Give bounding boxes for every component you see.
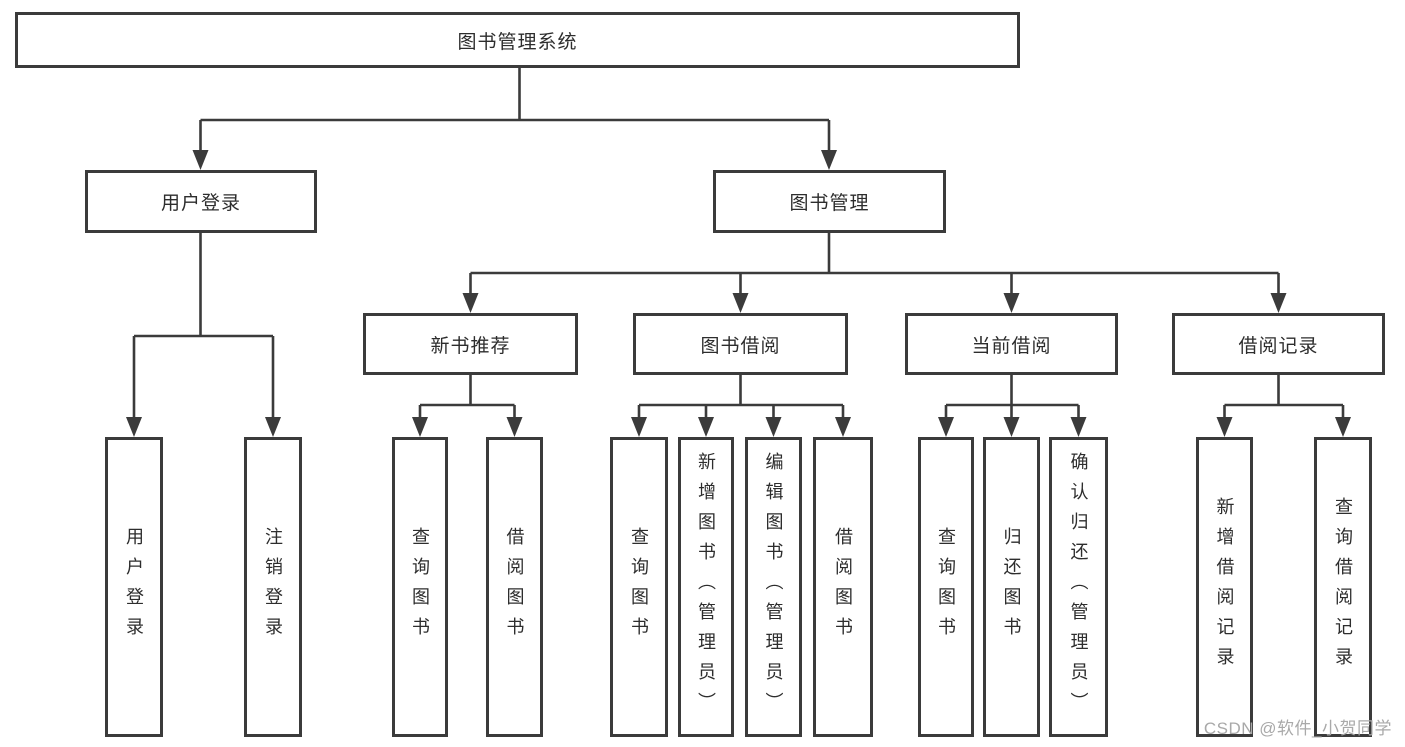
leaf-edit-books-admin: 编辑图书（管理员） (745, 437, 802, 737)
leaf-query-books-recommend-label: 查询图书 (410, 527, 430, 647)
leaf-query-books-current-label: 查询图书 (936, 527, 956, 647)
leaf-return-books-label: 归还图书 (1001, 527, 1022, 647)
leaf-user-login: 用户登录 (105, 437, 163, 737)
leaf-query-books-current: 查询图书 (918, 437, 974, 737)
leaf-query-books-recommend: 查询图书 (392, 437, 448, 737)
node-borrowing-records: 借阅记录 (1172, 313, 1385, 375)
node-book-borrowing: 图书借阅 (633, 313, 848, 375)
leaf-borrow-books-label: 借阅图书 (833, 527, 853, 647)
node-new-book-recommendation: 新书推荐 (363, 313, 578, 375)
node-current-borrowing-label: 当前借阅 (971, 335, 1052, 357)
node-root: 图书管理系统 (15, 12, 1020, 68)
leaf-logout-login-label: 注销登录 (263, 527, 283, 647)
node-user-login-label: 用户登录 (160, 193, 241, 214)
leaf-logout-login: 注销登录 (244, 437, 302, 737)
leaf-add-books-admin-label: 新增图书（管理员） (696, 452, 716, 722)
leaf-user-login-label: 用户登录 (124, 527, 144, 647)
leaf-return-books: 归还图书 (983, 437, 1040, 737)
leaf-query-books-borrow: 查询图书 (610, 437, 668, 737)
node-new-book-recommendation-label: 新书推荐 (430, 335, 511, 357)
leaf-query-borrow-record-label: 查询借阅记录 (1333, 497, 1353, 677)
leaf-confirm-return-admin: 确认归还（管理员） (1049, 437, 1108, 737)
leaf-confirm-return-admin-label: 确认归还（管理员） (1068, 452, 1089, 722)
leaf-borrow-books: 借阅图书 (813, 437, 873, 737)
leaf-edit-books-admin-label: 编辑图书（管理员） (763, 452, 784, 722)
leaf-query-books-borrow-label: 查询图书 (629, 527, 649, 647)
leaf-add-borrow-record-label: 新增借阅记录 (1214, 497, 1235, 677)
leaf-add-borrow-record: 新增借阅记录 (1196, 437, 1253, 737)
node-borrowing-records-label: 借阅记录 (1238, 335, 1319, 357)
leaf-add-books-admin: 新增图书（管理员） (678, 437, 734, 737)
csdn-watermark: CSDN @软件_小贺同学 (1203, 719, 1392, 738)
node-book-management-label: 图书管理 (789, 193, 870, 214)
leaf-query-borrow-record: 查询借阅记录 (1314, 437, 1372, 737)
node-book-management: 图书管理 (713, 170, 946, 233)
leaf-borrow-books-recommend: 借阅图书 (486, 437, 543, 737)
node-user-login: 用户登录 (85, 170, 317, 233)
node-root-label: 图书管理系统 (457, 31, 578, 53)
leaf-borrow-books-recommend-label: 借阅图书 (504, 527, 525, 647)
node-current-borrowing: 当前借阅 (905, 313, 1118, 375)
node-book-borrowing-label: 图书借阅 (700, 335, 781, 357)
